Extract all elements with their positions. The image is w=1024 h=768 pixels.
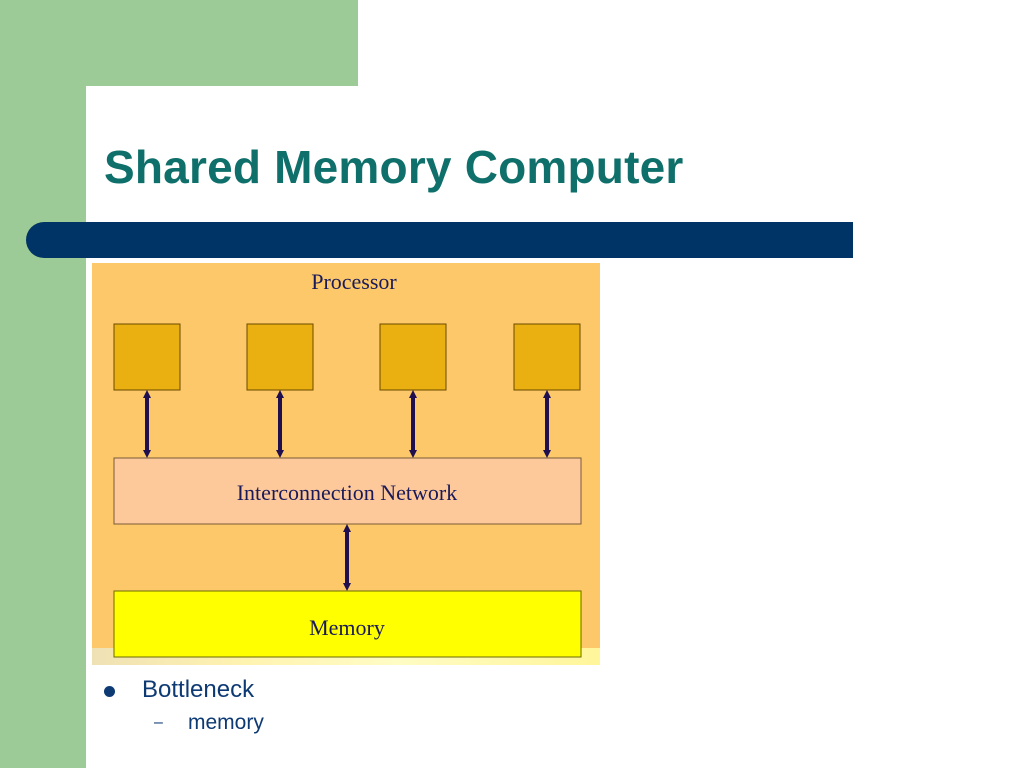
interconnection-network-box (113, 457, 582, 525)
dash-icon: – (154, 714, 163, 731)
processor-box-1 (113, 323, 181, 391)
slide-title: Shared Memory Computer (104, 141, 684, 193)
left-green-band (0, 0, 86, 768)
shared-memory-diagram: Processor Interconnection Network Memory (92, 263, 600, 665)
title-accent-bar (26, 222, 853, 258)
processor-box-3 (379, 323, 447, 391)
bullet-dot-icon (104, 686, 115, 697)
interconnection-network-label: Interconnection Network (237, 480, 458, 505)
memory-label: Memory (309, 615, 385, 640)
processor-label: Processor (311, 269, 397, 294)
diagram-svg: Processor Interconnection Network Memory (113, 269, 582, 658)
bullet-text: Bottleneck (142, 676, 255, 703)
processor-box-4 (513, 323, 581, 391)
processor-box-2 (246, 323, 314, 391)
memory-box (113, 590, 582, 658)
top-green-band (0, 0, 358, 86)
sub-bullet-text: memory (188, 711, 264, 734)
